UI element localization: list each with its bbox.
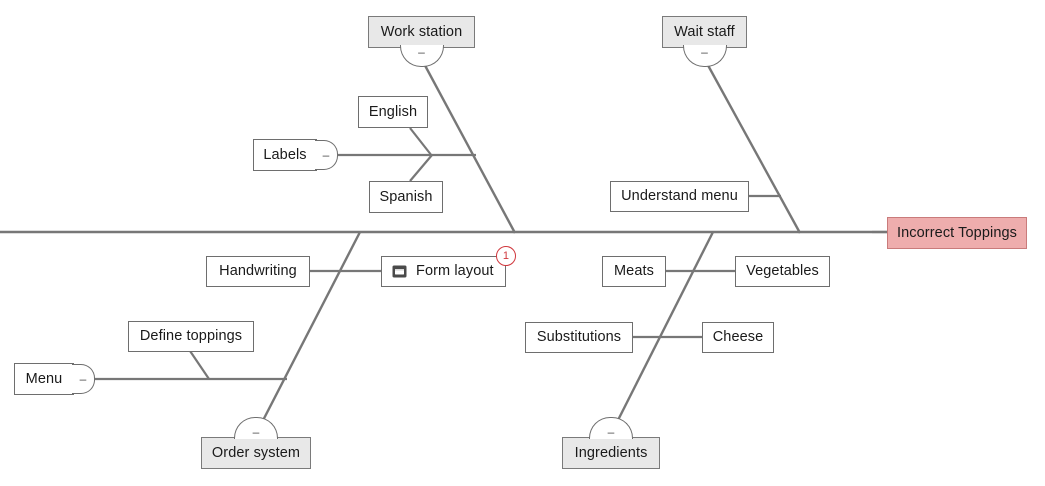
branch-english xyxy=(409,127,433,157)
cause-node-understand-menu[interactable]: Understand menu xyxy=(610,181,749,212)
cause-node-menu[interactable]: Menu – xyxy=(14,363,95,395)
rib-order-system xyxy=(254,231,362,435)
cause-node-english[interactable]: English xyxy=(358,96,428,128)
collapse-handle-menu[interactable]: – xyxy=(72,364,95,394)
cause-label-english: English xyxy=(368,103,418,120)
rib-work-station xyxy=(419,57,517,234)
category-node-wait-staff[interactable]: Wait staff – xyxy=(662,16,747,67)
comment-count-badge[interactable]: 1 xyxy=(496,246,516,266)
cause-label-labels: Labels xyxy=(263,146,307,163)
collapse-glyph: – xyxy=(79,372,87,386)
collapse-glyph: – xyxy=(252,425,260,439)
cause-node-meats[interactable]: Meats xyxy=(602,256,666,287)
collapse-glyph: – xyxy=(607,425,615,439)
cause-node-spanish[interactable]: Spanish xyxy=(369,181,443,213)
collapse-glyph: – xyxy=(701,45,708,59)
cause-node-vegetables[interactable]: Vegetables xyxy=(735,256,830,287)
category-node-ingredients[interactable]: Ingredients xyxy=(562,437,660,469)
rib-ingredients xyxy=(609,231,715,435)
cause-label-meats: Meats xyxy=(614,263,654,280)
cause-node-cheese[interactable]: Cheese xyxy=(702,322,774,353)
cause-label-cheese: Cheese xyxy=(712,329,764,346)
branch-spanish xyxy=(409,154,433,182)
branch-define-toppings xyxy=(187,347,210,380)
category-node-order-system[interactable]: Order system xyxy=(201,437,311,469)
note-icon xyxy=(392,265,407,278)
cause-node-handwriting[interactable]: Handwriting xyxy=(206,256,310,287)
category-label-order-system: Order system xyxy=(211,444,301,461)
category-label-work-station: Work station xyxy=(380,23,463,40)
collapse-glyph: – xyxy=(418,45,425,59)
cause-label-vegetables: Vegetables xyxy=(746,263,819,280)
category-node-work-station[interactable]: Work station – xyxy=(368,16,475,67)
cause-label-handwriting: Handwriting xyxy=(219,263,297,280)
effect-node-incorrect-toppings[interactable]: Incorrect Toppings xyxy=(887,217,1027,249)
cause-label-understand-menu: Understand menu xyxy=(621,188,738,205)
cause-label-form-layout: Form layout xyxy=(416,263,494,280)
effect-label: Incorrect Toppings xyxy=(896,224,1018,241)
category-label-ingredients: Ingredients xyxy=(574,444,648,461)
cause-node-labels[interactable]: Labels – xyxy=(253,139,338,171)
rib-wait-staff xyxy=(702,57,802,234)
collapse-handle-labels[interactable]: – xyxy=(315,140,338,170)
category-label-wait-staff: Wait staff xyxy=(674,23,735,40)
cause-label-define-toppings: Define toppings xyxy=(139,328,243,345)
collapse-glyph: – xyxy=(322,148,330,162)
cause-label-substitutions: Substitutions xyxy=(536,329,622,346)
cause-node-define-toppings[interactable]: Define toppings xyxy=(128,321,254,352)
cause-node-form-layout[interactable]: Form layout 1 xyxy=(381,246,516,287)
cause-node-substitutions[interactable]: Substitutions xyxy=(525,322,633,353)
cause-label-menu: Menu xyxy=(25,370,63,387)
cause-label-spanish: Spanish xyxy=(379,188,433,205)
